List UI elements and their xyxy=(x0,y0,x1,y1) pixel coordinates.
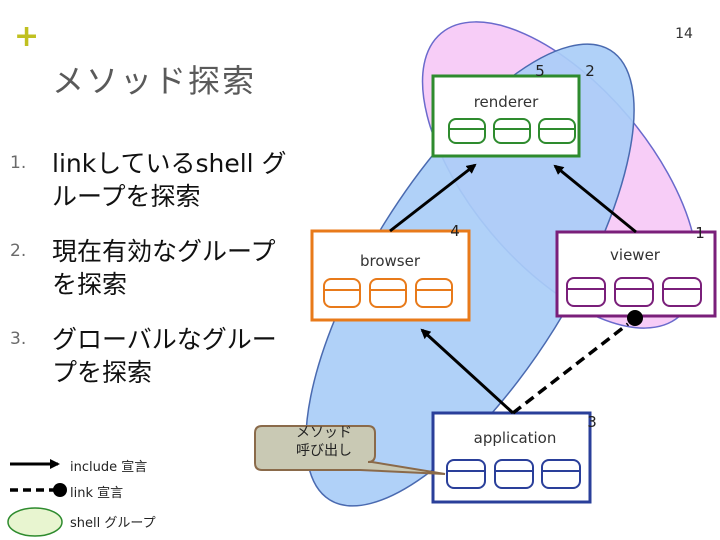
callout-text: メソッド 呼び出し xyxy=(296,425,352,459)
badge-3: 3 xyxy=(587,413,597,431)
badge-5: 5 xyxy=(535,62,545,80)
legend-link-label: link 宣言 xyxy=(70,486,124,501)
list-item-number: 2. xyxy=(10,241,27,261)
legend-include-label: include 宣言 xyxy=(70,460,148,475)
list-item-1: 1. linkしているshell グループを探索 xyxy=(10,147,297,213)
legend-shell-ellipse xyxy=(7,507,63,537)
viewer-fields xyxy=(566,277,702,307)
include-arrow-viewer-renderer xyxy=(553,164,637,234)
badge-1: 1 xyxy=(695,224,705,242)
link-dot-viewer xyxy=(627,310,643,326)
list-item-text: 現在有効なグループを探索 xyxy=(52,237,276,299)
list-item-number: 3. xyxy=(10,329,27,349)
badge-4: 4 xyxy=(450,222,460,240)
browser-label: browser xyxy=(359,252,420,270)
list-item-text: グローバルなグループを探索 xyxy=(52,325,277,387)
slide-number: 14 xyxy=(675,26,693,42)
include-arrow-browser-renderer xyxy=(389,163,477,233)
list-item-2: 2. 現在有効なグループを探索 xyxy=(10,235,297,301)
application-label: application xyxy=(473,429,557,447)
viewer-label: viewer xyxy=(610,246,660,264)
legend-link-dot xyxy=(53,483,67,497)
include-arrow-application-browser xyxy=(420,328,515,415)
list-item-text: linkしているshell グループを探索 xyxy=(52,149,287,211)
badge-2: 2 xyxy=(585,62,595,80)
application-fields xyxy=(446,459,581,489)
list-item-number: 1. xyxy=(10,153,27,173)
browser-fields xyxy=(323,278,453,308)
slide-title: メソッド探索 xyxy=(52,62,257,100)
link-line-application-viewer xyxy=(511,322,630,415)
list-item-3: 3. グローバルなグループを探索 xyxy=(10,323,297,389)
callout-shape xyxy=(254,425,446,475)
viewer-box xyxy=(555,230,717,318)
legend-shell-label: shell グループ xyxy=(70,516,156,531)
plus-icon: + xyxy=(14,19,40,54)
browser-box xyxy=(310,229,471,322)
renderer-label: renderer xyxy=(473,93,539,111)
renderer-fields xyxy=(448,118,576,144)
